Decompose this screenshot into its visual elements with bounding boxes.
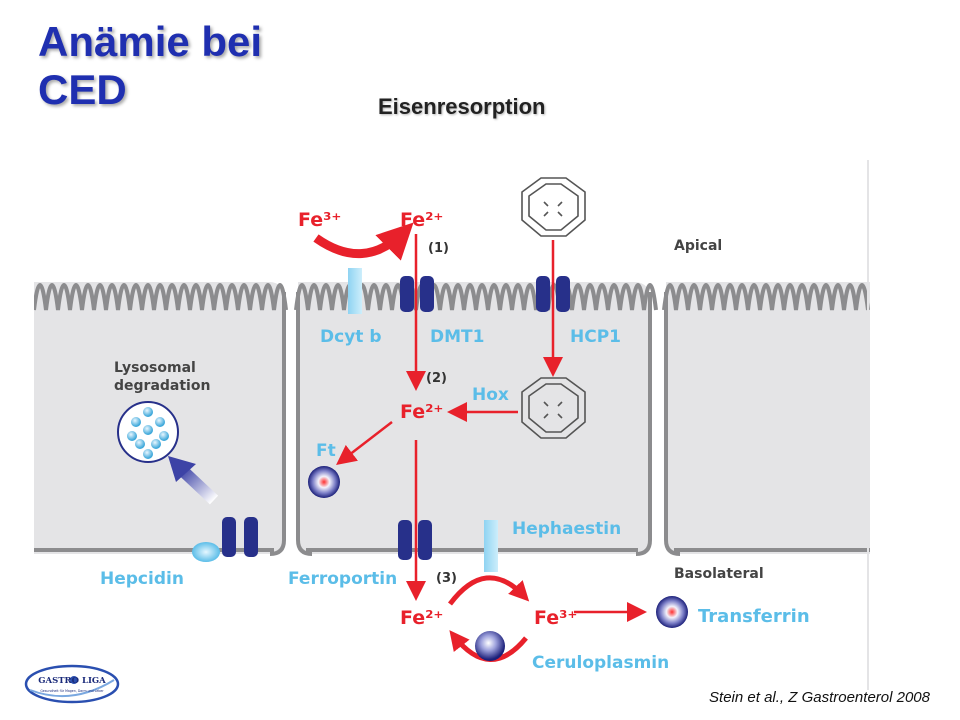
degradation-arrow-head xyxy=(168,456,196,482)
label-degradation: degradation xyxy=(114,378,210,394)
label-step1: (1) xyxy=(428,241,449,256)
hephaestin-channel xyxy=(484,520,498,572)
label-step2: (2) xyxy=(426,371,447,386)
gastroliga-logo: GASTRO LIGA Gesundheit für Magen, Darm u… xyxy=(24,664,120,704)
hepcidin-molecule xyxy=(192,542,220,562)
label-fe2-mid: Fe²⁺ xyxy=(400,401,443,423)
label-hcp1: HCP1 xyxy=(570,327,621,347)
transferrin-ball xyxy=(656,596,688,628)
ferroportin-transporter xyxy=(398,520,432,560)
title-line-1: Anämie bei xyxy=(38,18,263,65)
oxidation-arrow-top xyxy=(448,575,530,606)
logo-tagline: Gesundheit für Magen, Darm und Leber xyxy=(40,689,104,693)
label-dcytb: Dcyt b xyxy=(320,327,381,347)
logo-text: GASTRO LIGA xyxy=(38,676,106,686)
label-ft: Ft xyxy=(316,441,336,461)
label-ferroportin: Ferroportin xyxy=(288,569,397,589)
ferritin-ball xyxy=(308,466,340,498)
label-fe2-top: Fe²⁺ xyxy=(400,209,443,231)
citation: Stein et al., Z Gastroenterol 2008 xyxy=(709,689,930,706)
label-dmt1: DMT1 xyxy=(430,327,484,347)
heme-ring-top-icon xyxy=(521,177,586,237)
dmt1-transporter xyxy=(400,276,434,312)
label-hephaestin: Hephaestin xyxy=(512,519,621,539)
iron-absorption-diagram: Fe³⁺ Fe²⁺ (1) Apical Dcyt b DMT1 HCP1 (2… xyxy=(34,160,870,690)
hcp1-transporter xyxy=(536,276,570,312)
slide-title: Anämie bei CED xyxy=(38,18,358,114)
label-basolateral: Basolateral xyxy=(674,566,764,582)
label-fe2-bottom: Fe²⁺ xyxy=(400,607,443,629)
arrow-fe2-ft xyxy=(336,421,393,466)
label-fe3-top: Fe³⁺ xyxy=(298,209,341,231)
dcytb-channel xyxy=(348,268,362,314)
label-hox: Hox xyxy=(472,385,509,405)
label-fe3-bottom: Fe³⁺ xyxy=(534,607,577,629)
label-apical: Apical xyxy=(674,238,722,254)
ceruloplasmin-ball xyxy=(475,631,505,661)
degradation-arrow xyxy=(177,465,219,505)
label-transferrin: Transferrin xyxy=(698,606,810,627)
label-step3: (3) xyxy=(436,571,457,586)
reduction-arrow xyxy=(313,222,414,261)
enterocyte-cells xyxy=(34,282,870,556)
label-ceruloplasmin: Ceruloplasmin xyxy=(532,653,669,673)
label-lysosomal: Lysosomal xyxy=(114,360,196,376)
title-line-2: CED xyxy=(38,66,127,113)
lysosome-icon xyxy=(117,401,179,463)
slide-subtitle: Eisenresorption xyxy=(378,94,546,119)
ferroportin-hepcidin-complex xyxy=(192,517,258,562)
label-hepcidin: Hepcidin xyxy=(100,569,184,589)
heme-ring-bottom-icon xyxy=(521,377,586,439)
